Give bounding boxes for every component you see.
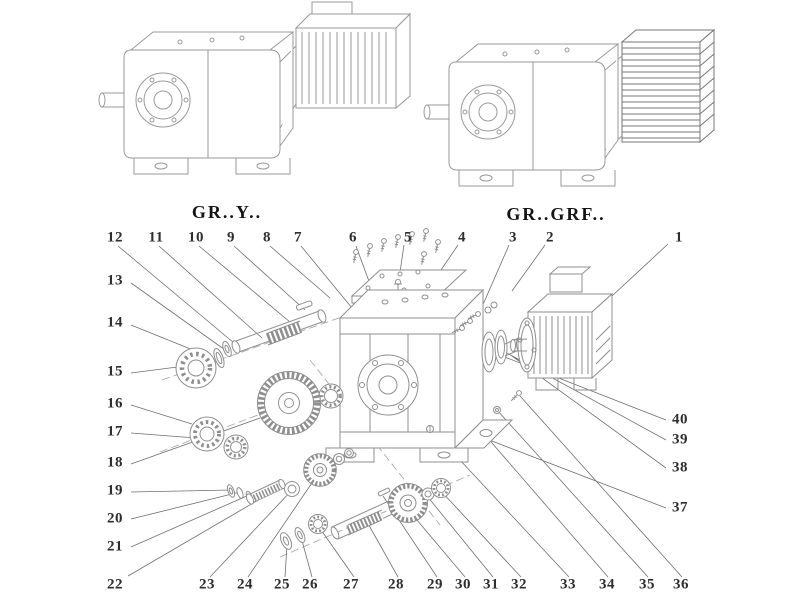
callout-27: 27 <box>343 576 359 593</box>
callout-4: 4 <box>458 229 466 246</box>
callout-10: 10 <box>188 229 204 246</box>
input-bearing <box>175 347 217 389</box>
intermediate-gear <box>303 448 354 487</box>
input-shaft-assembly <box>213 300 327 368</box>
callout-35: 35 <box>639 576 655 593</box>
intermediate-pinion-assembly <box>226 478 300 505</box>
callout-34: 34 <box>599 576 615 593</box>
model-label-gr-y: GR..Y.. <box>191 202 263 222</box>
callout-22: 22 <box>107 576 123 593</box>
callout-3: 3 <box>509 229 517 246</box>
callout-16: 16 <box>107 395 123 412</box>
callout-31: 31 <box>483 576 499 593</box>
callout-9: 9 <box>227 229 235 246</box>
callout-1: 1 <box>675 229 683 246</box>
callout-33: 33 <box>560 576 576 593</box>
callout-17: 17 <box>107 423 123 440</box>
callout-26: 26 <box>302 576 318 593</box>
output-bearings <box>189 416 249 460</box>
callout-6: 6 <box>349 229 357 246</box>
callout-11: 11 <box>148 229 164 246</box>
callout-5: 5 <box>404 229 412 246</box>
large-output-gear <box>257 371 321 435</box>
gear-bearing <box>318 383 344 409</box>
callout-20: 20 <box>107 510 123 527</box>
bottom-gear-set <box>388 478 451 523</box>
shaft-key <box>295 300 313 311</box>
callout-14: 14 <box>107 314 123 331</box>
callout-39: 39 <box>672 431 688 448</box>
callout-37: 37 <box>672 499 688 516</box>
bottom-shaft-key <box>377 487 391 497</box>
callout-28: 28 <box>388 576 404 593</box>
callout-32: 32 <box>511 576 527 593</box>
callout-13: 13 <box>107 272 123 289</box>
callout-2: 2 <box>546 229 554 246</box>
drain-plug <box>426 425 434 433</box>
callout-8: 8 <box>263 229 271 246</box>
callout-36: 36 <box>673 576 689 593</box>
callout-19: 19 <box>107 482 123 499</box>
callout-12: 12 <box>107 229 123 246</box>
gear-housing <box>325 288 514 463</box>
callout-40: 40 <box>672 411 688 428</box>
callout-24: 24 <box>237 576 253 593</box>
callout-38: 38 <box>672 459 688 476</box>
callout-30: 30 <box>455 576 471 593</box>
assembled-view-gr-y <box>98 1 412 175</box>
callout-7: 7 <box>294 229 302 246</box>
callout-18: 18 <box>107 454 123 471</box>
output-shaft <box>98 92 106 108</box>
model-label-gr-grf: GR..GRF.. <box>506 204 606 224</box>
callout-25: 25 <box>274 576 290 593</box>
callout-23: 23 <box>199 576 215 593</box>
electric-motor <box>510 266 614 391</box>
callout-29: 29 <box>427 576 443 593</box>
assembled-view-gr-grf <box>423 28 716 187</box>
output-shaft <box>423 104 431 120</box>
callout-15: 15 <box>107 363 123 380</box>
callout-21: 21 <box>107 538 123 555</box>
